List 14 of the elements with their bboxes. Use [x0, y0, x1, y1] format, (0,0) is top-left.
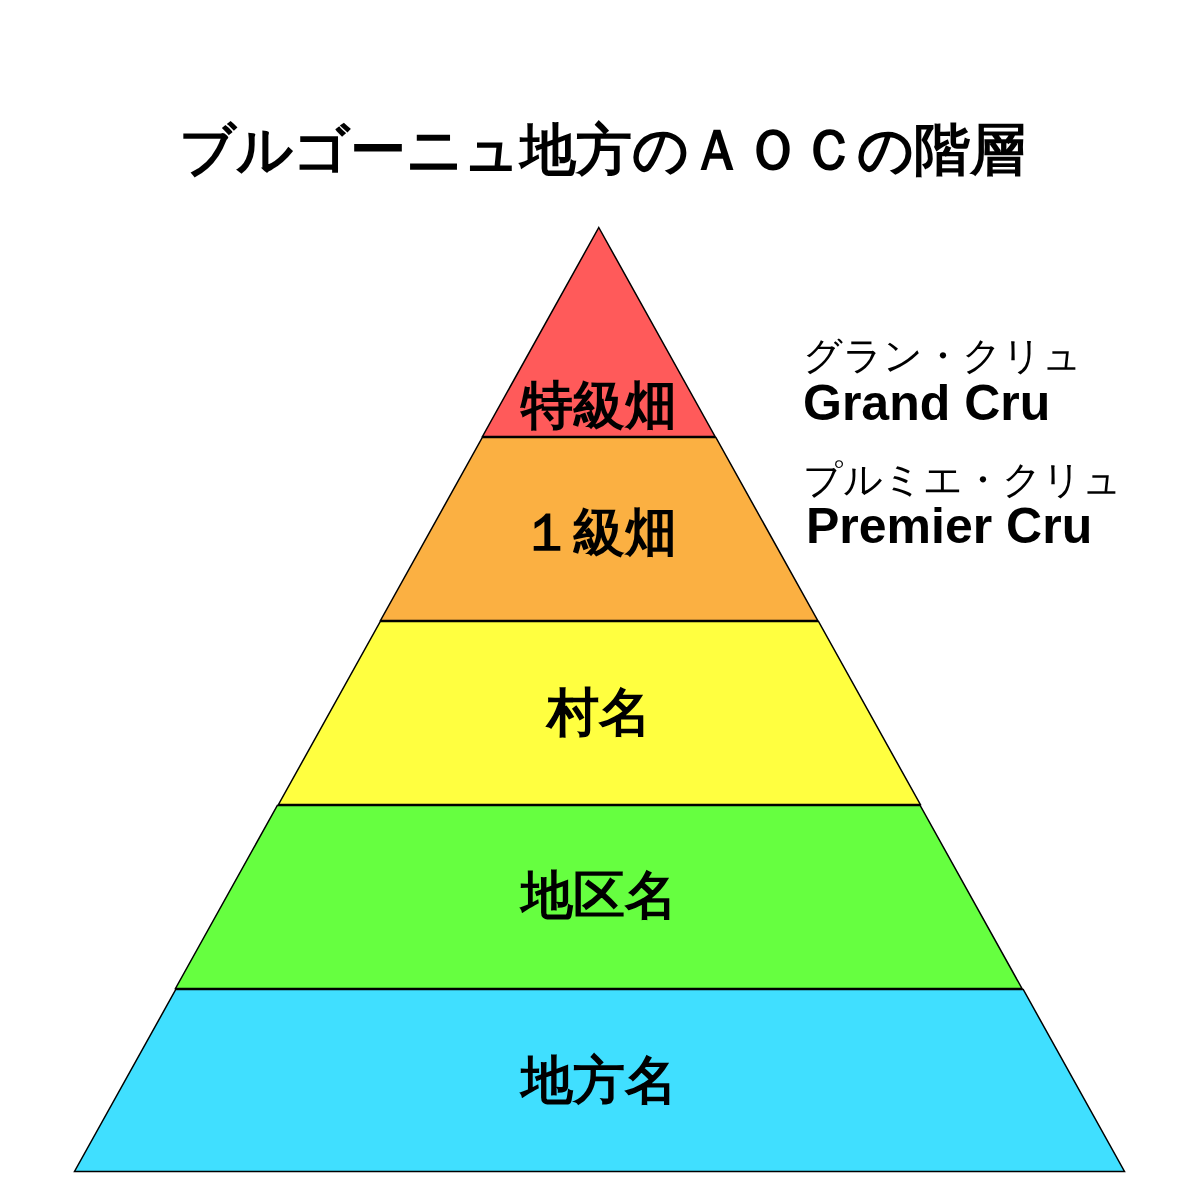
tier-reading-caption: グラン・クリュ — [803, 336, 1082, 375]
diagram-title: ブルゴーニュ地方のＡＯＣの階層 — [178, 122, 1026, 178]
pyramid-tier — [277, 621, 921, 805]
tier-label: 特級畑 — [521, 379, 677, 431]
tier-label: １級畑 — [521, 506, 677, 558]
tier-label: 地方名 — [521, 1054, 677, 1106]
pyramid-tier — [73, 989, 1125, 1172]
pyramid-tier — [175, 805, 1023, 989]
tier-term-caption: Premier Cru — [806, 501, 1093, 551]
tier-reading-caption: プルミエ・クリュ — [803, 460, 1122, 499]
tier-term-caption: Grand Cru — [803, 378, 1051, 428]
tier-label: 村名 — [547, 686, 651, 738]
tier-label: 地区名 — [521, 869, 677, 921]
pyramid-top-triangle — [482, 227, 716, 437]
